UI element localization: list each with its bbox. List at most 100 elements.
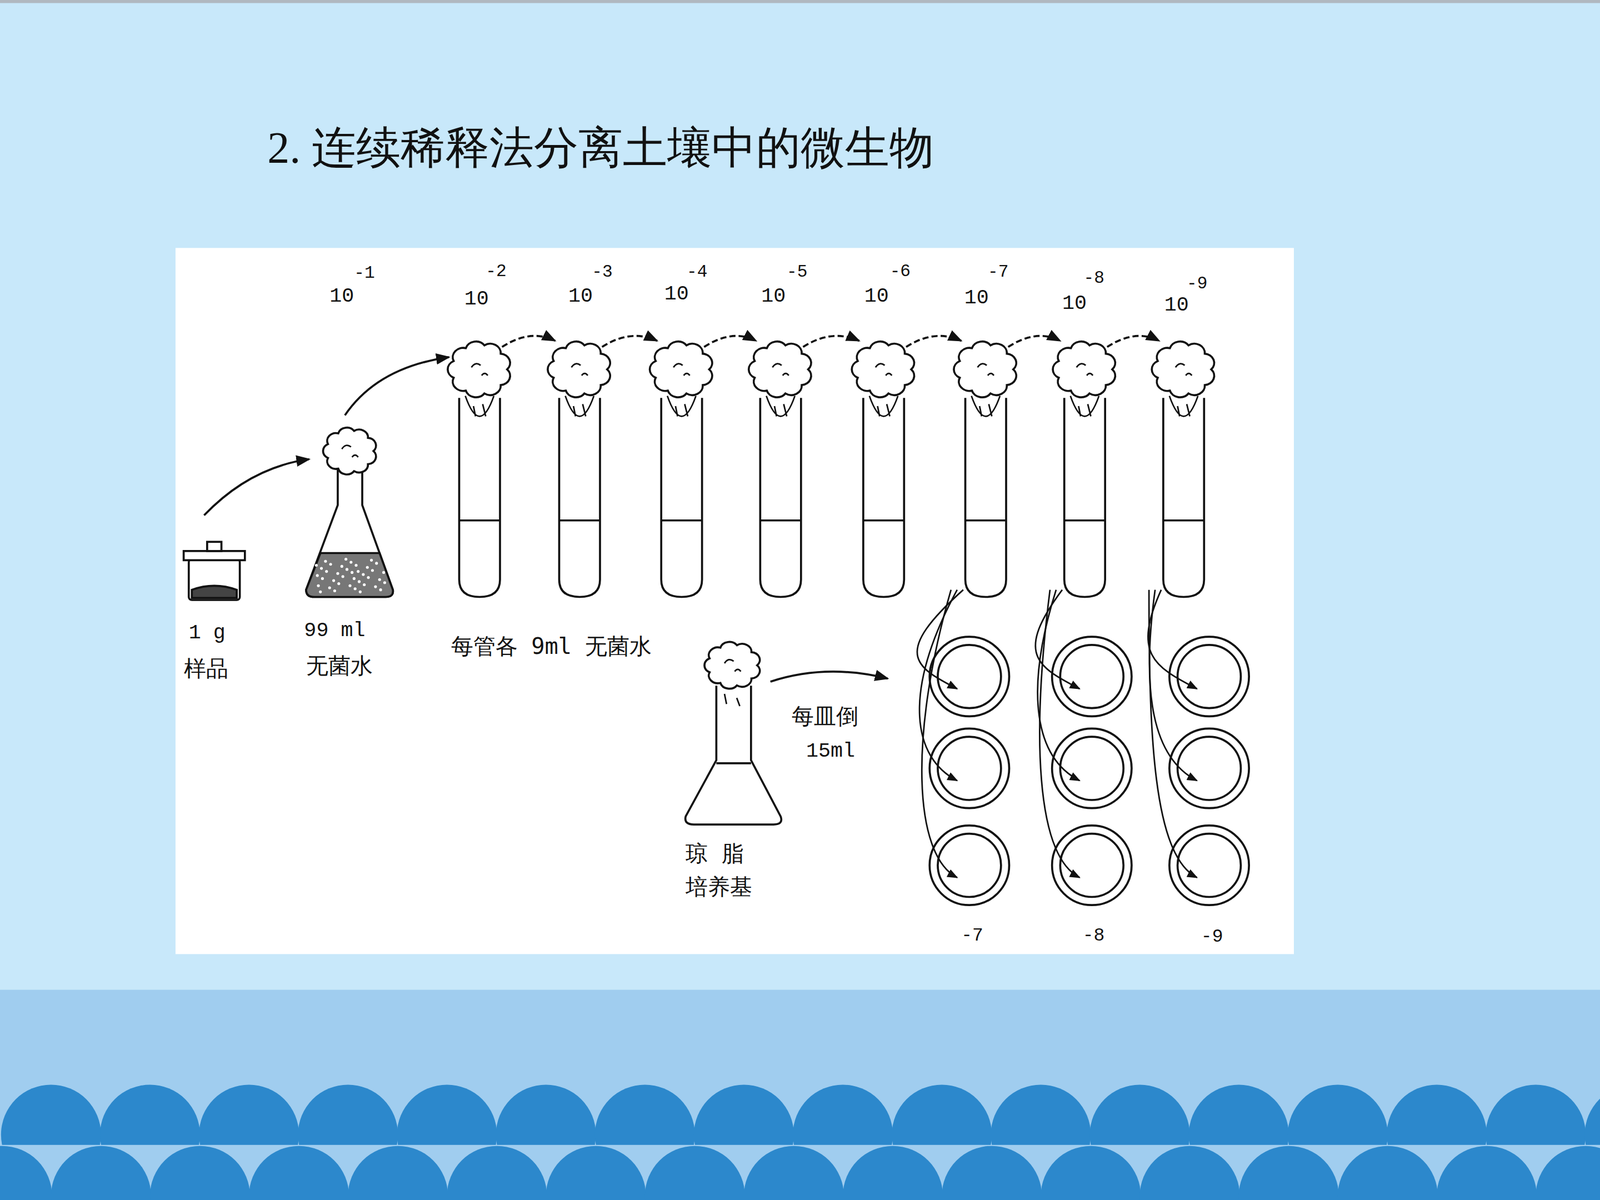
cotton-texture xyxy=(571,363,588,376)
transfer-arrow xyxy=(1008,336,1061,348)
wave-scallop xyxy=(1535,1146,1600,1200)
agar-level xyxy=(716,762,751,765)
dilution-flask xyxy=(306,467,393,597)
column-label: -9 xyxy=(1201,926,1224,947)
petri-dish xyxy=(1169,728,1249,808)
dilution-exponent: -4 xyxy=(686,262,708,282)
plug-strand xyxy=(979,403,992,417)
speckle xyxy=(333,589,337,593)
pot-lid xyxy=(183,551,245,561)
wave-scallop xyxy=(347,1146,448,1200)
diagram-panel xyxy=(175,247,1294,954)
liquid-level xyxy=(1163,519,1204,522)
test-tube xyxy=(459,397,500,597)
cotton-texture xyxy=(341,445,358,458)
cotton-texture xyxy=(673,363,690,376)
speckle xyxy=(378,578,382,582)
cotton-texture xyxy=(1175,363,1192,376)
speckle xyxy=(379,588,383,592)
tube-note: 每管各 9ml 无菌水 xyxy=(451,633,653,658)
column-label: -7 xyxy=(961,925,984,946)
wave-scallop xyxy=(51,1146,152,1200)
transfer-arrow xyxy=(203,459,309,516)
test-tube xyxy=(559,397,600,597)
speckle xyxy=(337,582,340,585)
cotton-texture xyxy=(724,659,741,672)
liquid-level xyxy=(863,519,904,522)
volume-label: 99 ml xyxy=(303,619,365,642)
dilution-exponent: -2 xyxy=(485,261,507,281)
inoculation-arrow xyxy=(1037,590,1080,781)
transfer-arrow xyxy=(602,336,658,348)
test-tube xyxy=(760,397,801,597)
dilution-exponent: -5 xyxy=(786,262,808,282)
dilution-exponent: -3 xyxy=(591,262,613,282)
inoculation-arrow xyxy=(1148,590,1197,878)
test-tube xyxy=(863,397,904,597)
sample-pot xyxy=(188,559,240,600)
cotton-plug xyxy=(1052,341,1115,398)
pour-note: 每皿倒 xyxy=(791,703,859,729)
dish-lid xyxy=(1177,736,1242,800)
inoculation-arrow xyxy=(1147,590,1197,689)
top-edge xyxy=(0,0,1600,4)
test-tube xyxy=(1163,397,1204,597)
dish-lid xyxy=(937,736,1002,800)
speckle xyxy=(323,560,327,563)
cotton-texture xyxy=(772,363,789,376)
dilution-exponent: -7 xyxy=(987,262,1009,282)
speckle xyxy=(383,581,387,584)
speckle xyxy=(316,573,319,577)
water-label: 无菌水 xyxy=(306,652,373,678)
speckle xyxy=(325,570,328,573)
wave-scallop xyxy=(0,1146,53,1200)
transfer-arrow xyxy=(906,336,962,348)
wave-scallop xyxy=(645,1146,745,1200)
wave-scallop xyxy=(248,1146,349,1200)
speckle xyxy=(329,562,333,566)
plug-base xyxy=(1070,396,1099,417)
wave-scallop xyxy=(1337,1146,1438,1200)
plug-base xyxy=(766,396,795,417)
inoculation-arrow xyxy=(919,590,958,781)
speckle xyxy=(361,573,365,577)
speckle xyxy=(375,561,378,565)
dilution-exponent: -8 xyxy=(1083,268,1105,288)
dilution-base: 10 xyxy=(664,282,689,305)
cotton-texture xyxy=(875,363,892,376)
cotton-plug xyxy=(704,641,760,689)
dilution-base: 10 xyxy=(1062,291,1087,314)
cotton-plug xyxy=(547,341,610,398)
plug-strand xyxy=(724,693,740,707)
liquid-level xyxy=(965,519,1007,522)
plug-base xyxy=(667,396,696,417)
speckle xyxy=(373,585,377,589)
liquid-level xyxy=(1064,519,1105,522)
cotton-plug xyxy=(748,341,812,398)
speckle xyxy=(332,579,335,583)
dilution-base: 10 xyxy=(864,284,889,307)
speckle xyxy=(312,557,316,561)
dilution-base: 10 xyxy=(964,286,989,309)
dish-lid xyxy=(1060,833,1124,898)
petri-dish xyxy=(929,728,1009,808)
dish-lid xyxy=(1177,645,1242,709)
pour-volume: 15ml xyxy=(806,740,855,763)
test-tube xyxy=(1064,397,1105,597)
speckle xyxy=(370,558,373,562)
cotton-plug xyxy=(447,341,510,398)
cotton-plug xyxy=(1151,341,1214,398)
plug-strand xyxy=(573,403,586,417)
speckle xyxy=(366,566,369,569)
dilution-base: 10 xyxy=(568,284,593,307)
plug-base xyxy=(1169,396,1198,417)
transfer-arrow xyxy=(703,336,757,348)
speckle xyxy=(354,563,358,567)
cotton-plug xyxy=(953,341,1017,398)
plug-base xyxy=(565,396,594,417)
wave-scallop xyxy=(1140,1146,1240,1200)
transfer-arrow xyxy=(803,336,860,348)
speckle xyxy=(340,565,344,568)
dish-lid xyxy=(1060,736,1124,800)
